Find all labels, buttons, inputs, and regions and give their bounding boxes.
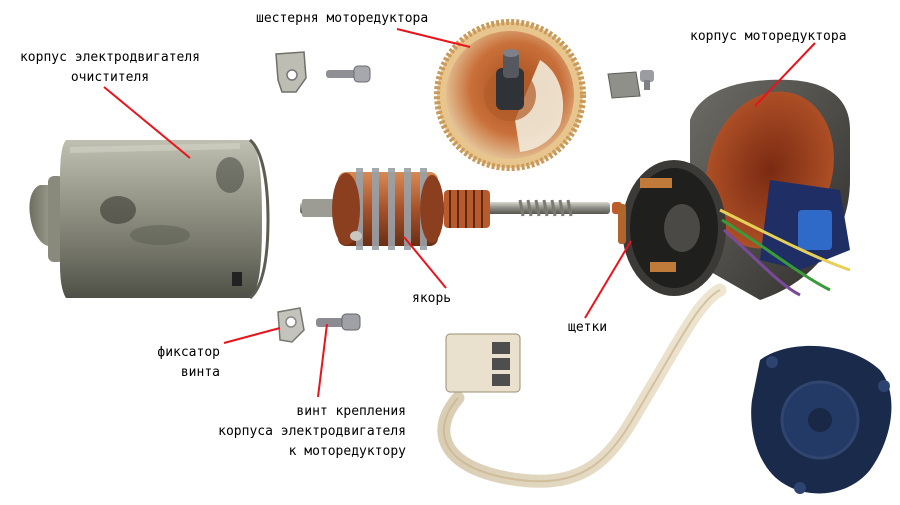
leader-lines (103, 28, 816, 398)
label-gear: шестерня моторедуктора (256, 11, 429, 26)
leader-brushes (584, 240, 632, 319)
armature-shape (300, 168, 622, 250)
label-motor-housing-line-1: корпус электродвигателя (19, 50, 200, 65)
motor-housing-shape (29, 138, 270, 300)
leader-mount-screw (317, 323, 328, 398)
reducer-housing-shape (690, 79, 850, 300)
label-mount-screw-line-3: к моторедуктору (288, 444, 406, 459)
top-screw-left (326, 65, 371, 83)
top-bracket-right (607, 70, 654, 99)
gearbox-cover-shape (751, 345, 892, 494)
label-mount-screw-line-2: корпуса электродвигателя (218, 424, 406, 439)
leader-armature (403, 236, 447, 289)
leader-motor-housing (103, 86, 191, 159)
leader-screw-lock (223, 327, 281, 344)
leader-reducer-housing (754, 42, 816, 107)
label-armature: якорь (412, 291, 452, 306)
top-bracket-left (275, 51, 307, 93)
label-screw-lock-line-2: винта (180, 365, 220, 380)
label-mount-screw: винт крепления корпуса электродвигателя … (196, 402, 406, 462)
connector-shape (437, 283, 727, 488)
label-screw-lock: фиксатор винта (130, 343, 220, 383)
brush-plate-shape (618, 160, 851, 297)
leader-gear (396, 28, 471, 48)
label-mount-screw-line-1: винт крепления (296, 404, 406, 419)
label-motor-housing: корпус электродвигателя очистителя (10, 48, 210, 88)
mount-screw-shape (316, 313, 361, 331)
label-motor-housing-line-2: очистителя (70, 70, 150, 85)
label-reducer-housing: корпус моторедуктора (690, 29, 847, 44)
screw-lock-shape (277, 307, 305, 343)
gear-shape (434, 19, 586, 171)
label-screw-lock-line-1: фиксатор (157, 345, 220, 360)
label-brushes: щетки (568, 320, 608, 335)
